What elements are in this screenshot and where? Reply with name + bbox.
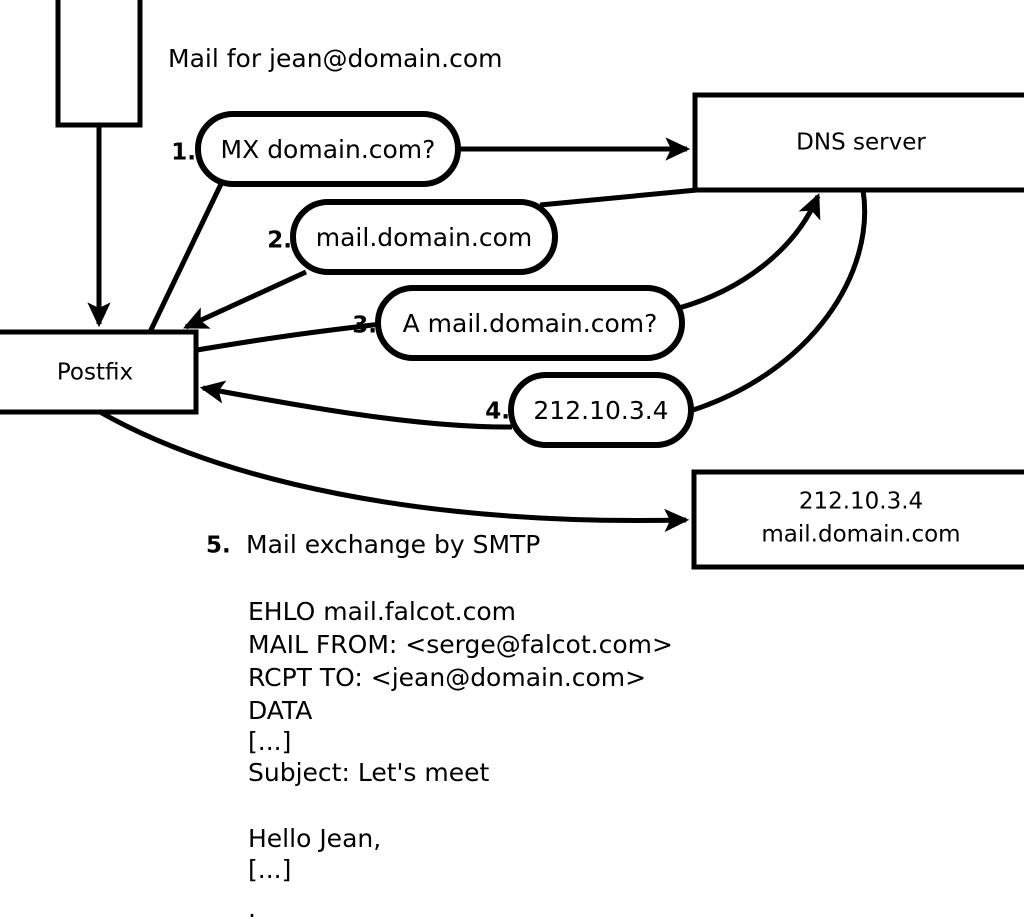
smtp-transcript-line: Hello Jean, (248, 824, 381, 853)
step-bubble-2 (290, 199, 558, 275)
step-number-2: 2. (267, 228, 292, 254)
node-target-host-box (691, 469, 1024, 570)
step-bubble-2-label: mail.domain.com (316, 223, 532, 252)
page-title: Mail for jean@domain.com (168, 44, 503, 73)
step-number-5: 5. (206, 533, 231, 559)
step-number-1: 1. (171, 140, 196, 166)
step-5-label: Mail exchange by SMTP (246, 530, 540, 559)
edge-dns-to-step4 (689, 189, 868, 414)
edge-postfix-to-target-host (98, 409, 690, 533)
step-number-3: 3. (352, 313, 377, 339)
smtp-transcript-line: EHLO mail.falcot.com (248, 597, 516, 626)
edge-dns-to-step2 (539, 187, 698, 208)
edge-postfix-to-step1 (147, 182, 224, 334)
node-target-host-name: mail.domain.com (761, 522, 960, 548)
smtp-transcript-line: DATA (248, 696, 312, 725)
edge-step2-to-postfix (183, 269, 308, 330)
node-sender-box (55, 0, 143, 128)
node-postfix-box (0, 329, 199, 415)
smtp-transcript-line: MAIL FROM: <serge@falcot.com> (248, 630, 673, 659)
edge-postfix-to-step3 (196, 321, 382, 353)
step-bubble-3 (375, 285, 685, 361)
step-bubble-1 (195, 111, 461, 187)
step-bubble-4-label: 212.10.3.4 (533, 396, 668, 425)
node-dns-server-label: DNS server (796, 130, 926, 156)
edge-step4-to-postfix (199, 380, 513, 430)
step-number-4: 4. (485, 399, 510, 425)
step-bubble-1-label: MX domain.com? (221, 135, 436, 164)
node-dns-server-box (692, 92, 1024, 193)
smtp-transcript-line: . (248, 894, 256, 919)
smtp-transcript-line: Subject: Let's meet (248, 758, 489, 787)
edge-step3-to-dns (678, 193, 821, 311)
smtp-transcript: EHLO mail.falcot.com MAIL FROM: <serge@f… (248, 597, 673, 919)
smtp-transcript-line: RCPT TO: <jean@domain.com> (248, 663, 646, 692)
smtp-transcript-line: [...] (248, 855, 291, 884)
smtp-transcript-line: [...] (248, 727, 291, 756)
node-postfix-label: Postfix (57, 360, 133, 386)
step-bubble-3-label: A mail.domain.com? (403, 309, 658, 338)
node-target-host-ip: 212.10.3.4 (799, 489, 923, 515)
step-bubble-4 (508, 372, 694, 448)
